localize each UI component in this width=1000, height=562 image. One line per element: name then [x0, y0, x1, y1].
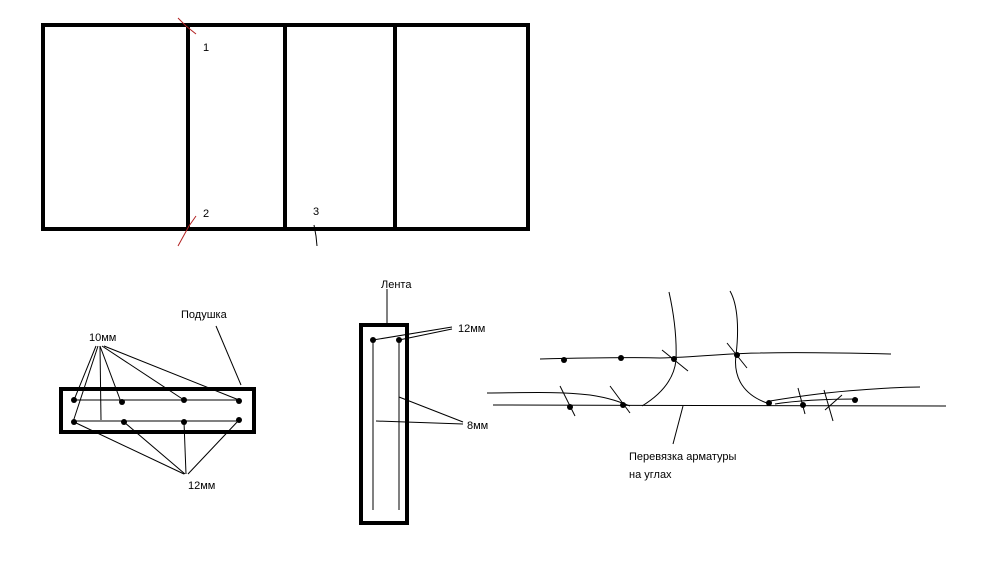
leader-10mm	[99, 345, 102, 421]
tie-cross	[797, 387, 806, 415]
label-10mm: 10мм	[89, 332, 116, 344]
label-strip: Лента	[381, 279, 412, 291]
corner-rebar-vertical-left	[641, 291, 677, 407]
corner-tie-dot	[620, 402, 626, 408]
label-12mm-cushion: 12мм	[188, 480, 215, 492]
leader-12mm-strip	[398, 328, 453, 341]
corner-rebar-left-lower	[486, 392, 631, 407]
leader-cushion	[215, 325, 242, 386]
leader-10mm	[101, 345, 185, 401]
tie-cross	[559, 385, 576, 417]
corner-tie-dot	[852, 397, 858, 403]
tie-cross	[823, 389, 834, 422]
corner-tying-detail: Перевязка арматуры на углах	[486, 290, 947, 481]
label-8mm: 8мм	[467, 420, 488, 432]
corner-caption-line1: Перевязка арматуры	[629, 451, 737, 463]
leader-10mm	[103, 345, 240, 401]
marker-1-stroke	[177, 17, 197, 35]
leader-corner-caption	[672, 405, 684, 445]
tie-cross	[726, 342, 748, 369]
corner-rebar-right-lower	[769, 386, 921, 402]
corner-rebar-vertical-right	[729, 290, 771, 405]
leader-10mm	[73, 345, 97, 401]
cushion-section: 10мм Подушка 12мм	[59, 309, 256, 492]
leader-12mm-strip	[372, 326, 453, 341]
corner-tie-dot	[618, 355, 624, 361]
leader-12mm	[187, 419, 240, 475]
strip-outline	[359, 323, 409, 525]
tie-cross	[661, 349, 689, 372]
label-12mm-strip: 12мм	[458, 323, 485, 335]
tie-cross	[609, 385, 631, 414]
marker-3-label: 3	[313, 206, 319, 218]
marker-2-stroke	[177, 215, 197, 247]
leader-10mm	[99, 345, 122, 403]
leader-8mm	[398, 396, 464, 423]
marker-1-label: 1	[203, 42, 209, 54]
corner-tie-dot	[561, 357, 567, 363]
leader-12mm	[183, 421, 187, 475]
foundation-plan: 1 2 3	[41, 17, 530, 247]
label-cushion: Подушка	[181, 309, 228, 321]
corner-rebar-right-short	[774, 398, 859, 405]
corner-rebar-base	[492, 404, 947, 407]
corner-rebar-top	[539, 352, 892, 360]
corner-caption-line2: на углах	[629, 469, 672, 481]
leader-10mm	[72, 345, 99, 423]
tie-cross	[824, 394, 843, 411]
corner-tie-dot	[766, 400, 772, 406]
leader-8mm	[375, 420, 464, 425]
leader-12mm	[123, 421, 186, 475]
marker-3-stroke	[313, 224, 318, 247]
leader-12mm	[73, 421, 185, 475]
cushion-outline	[59, 387, 256, 434]
marker-2-label: 2	[203, 208, 209, 220]
strip-section: Лента 12мм 8мм	[359, 279, 488, 525]
